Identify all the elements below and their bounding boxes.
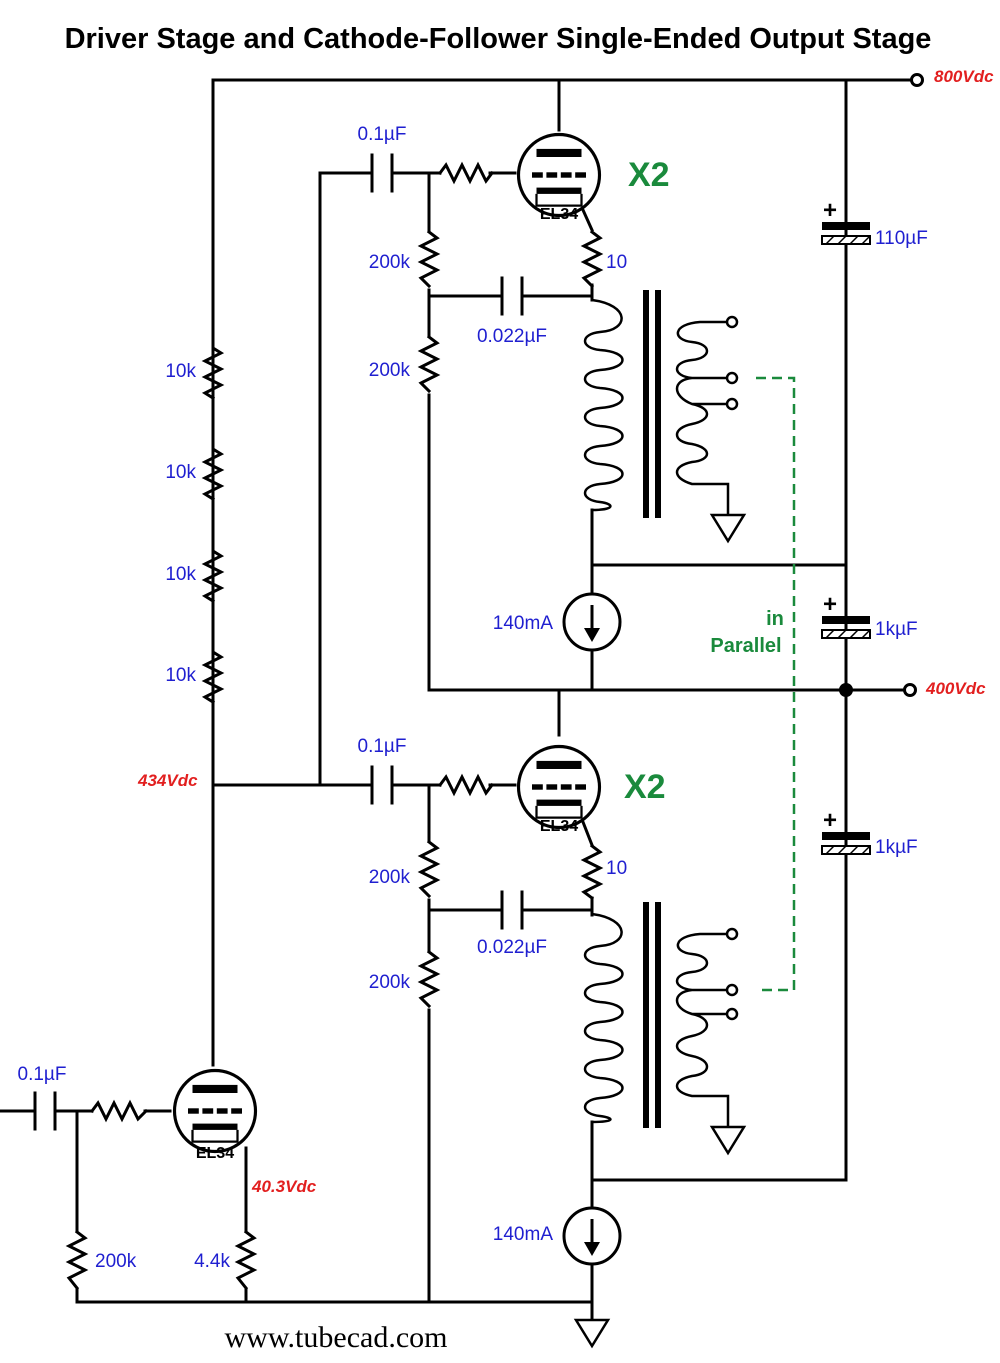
footer-url: www.tubecad.com xyxy=(225,1321,448,1354)
supply-cap-bottom: + xyxy=(821,807,871,855)
supply-cap-bottom-label: 1kµF xyxy=(875,837,918,858)
parallel-link xyxy=(756,376,796,992)
driver-plate-res-3-label: 10k xyxy=(165,564,196,585)
ground-icon xyxy=(574,1318,610,1348)
parallel-note-line2: Parallel xyxy=(710,635,781,657)
supply-cap-top: + xyxy=(821,197,871,245)
lower-ccs-label: 140mA xyxy=(493,1224,554,1245)
upper-multiplier: X2 xyxy=(628,156,670,194)
terminal-400v xyxy=(903,683,917,697)
lower-tube-type: EL34 xyxy=(540,818,578,835)
svg-text:+: + xyxy=(823,591,837,618)
upper-grid-res-1-label: 200k xyxy=(369,252,411,273)
upper-cathode-res-label: 10 xyxy=(606,252,627,273)
lower-grid-res-1-label: 200k xyxy=(369,867,411,888)
upper-tube-type: EL34 xyxy=(540,206,578,223)
lower-cathode-res-label: 10 xyxy=(606,858,627,879)
lower-bootstrap-cap-label: 0.022µF xyxy=(477,937,547,958)
voltage-40: 40.3Vdc xyxy=(251,1177,317,1196)
driver-plate-res-1-label: 10k xyxy=(165,361,196,382)
supply-cap-middle-label: 1kµF xyxy=(875,619,918,640)
lower-output-tube: EL34 xyxy=(516,744,602,835)
terminal-800v xyxy=(910,73,924,87)
voltage-800: 800Vdc xyxy=(934,67,994,86)
driver-cathode-res-label: 4.4k xyxy=(194,1251,230,1272)
upper-grid-res-2-label: 200k xyxy=(369,360,411,381)
upper-output-transformer xyxy=(583,290,746,543)
resistors xyxy=(65,161,604,1291)
upper-current-source xyxy=(562,592,622,652)
svg-text:+: + xyxy=(823,197,837,224)
voltage-434: 434Vdc xyxy=(137,771,198,790)
driver-plate-res-4-label: 10k xyxy=(165,665,196,686)
lower-output-transformer xyxy=(583,902,746,1155)
supply-cap-middle: + xyxy=(821,591,871,639)
driver-tube: EL34 xyxy=(172,1068,258,1162)
parallel-note-line1: in xyxy=(766,608,784,630)
driver-grid-res-label: 200k xyxy=(95,1251,137,1272)
upper-coupling-cap-label: 0.1µF xyxy=(358,124,407,145)
wiring xyxy=(0,78,914,1322)
page-title: Driver Stage and Cathode-Follower Single… xyxy=(65,23,932,55)
lower-coupling-cap-label: 0.1µF xyxy=(358,736,407,757)
upper-ccs-label: 140mA xyxy=(493,613,554,634)
driver-plate-res-2-label: 10k xyxy=(165,462,196,483)
driver-input-cap-label: 0.1µF xyxy=(18,1064,67,1085)
lower-current-source xyxy=(562,1206,622,1266)
lower-grid-res-2-label: 200k xyxy=(369,972,411,993)
upper-bootstrap-cap-label: 0.022µF xyxy=(477,326,547,347)
upper-output-tube: EL34 xyxy=(516,132,602,223)
driver-tube-type: EL34 xyxy=(196,1145,234,1162)
svg-text:+: + xyxy=(823,807,837,834)
voltage-400: 400Vdc xyxy=(925,679,986,698)
supply-cap-top-label: 110µF xyxy=(875,228,928,249)
lower-multiplier: X2 xyxy=(624,768,666,806)
capacitors: + + + xyxy=(33,153,871,1131)
